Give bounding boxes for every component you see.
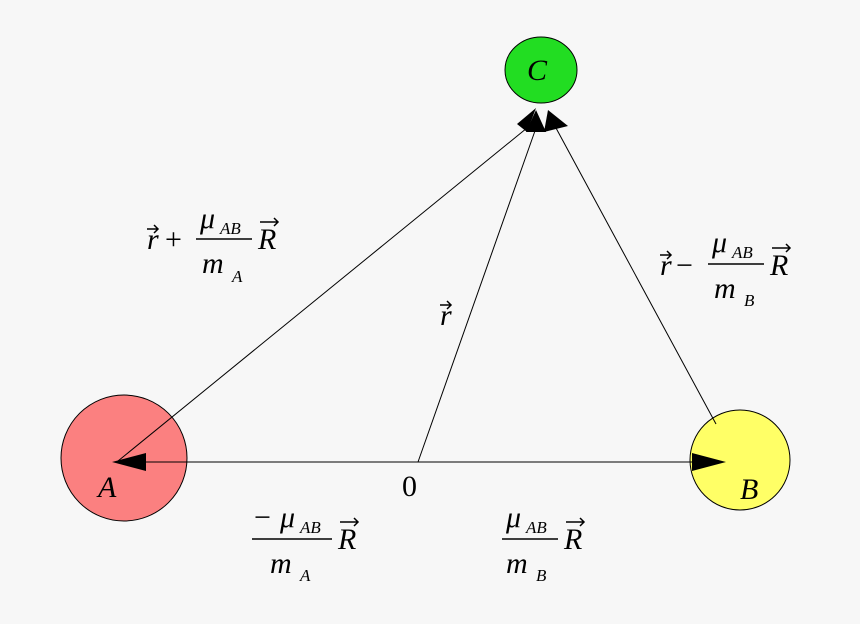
arrowhead-at-b [692,453,726,471]
label-a-to-c: r + μ AB m A R [147,202,280,286]
vector-arrow-icon [440,300,453,310]
label-origin-to-a: − μ AB m A R [252,501,360,585]
vector-arrow-icon [147,224,160,234]
vector-arrow-icon [660,250,673,260]
arrowhead-b-to-c [544,110,568,132]
mu-subscript: AB [525,518,547,537]
arrowhead-at-a [112,453,146,471]
mass-symbol: m [506,547,528,580]
vector-arrow-icon [260,217,280,227]
mass-subscript: B [744,291,755,310]
vec-symbol: R [337,523,356,556]
mu-symbol: μ [711,226,727,259]
vector-arrow-icon [566,517,586,527]
mass-subscript: A [299,566,311,585]
label-origin-to-b: μ AB m B R [502,501,586,585]
mass-symbol: m [714,272,736,305]
vec-symbol: R [769,249,788,282]
mu-symbol: μ [279,501,295,534]
mass-symbol: m [270,547,292,580]
origin-label: 0 [402,470,417,503]
vector-arrow-icon [340,517,360,527]
node-b-circle [689,409,791,511]
mu-symbol: μ [505,501,521,534]
arrowhead-origin-to-c [526,110,546,132]
mass-subscript: B [536,566,547,585]
mu-subscript: AB [731,243,753,262]
operator: − [676,249,693,282]
vec-symbol: R [563,523,582,556]
node-b-label: B [740,473,758,506]
label-r: r [440,299,453,332]
vector-line-a-to-c [117,127,528,462]
mass-symbol: m [202,247,224,280]
arrowhead-a-to-c [517,108,536,132]
mass-subscript: A [231,267,243,286]
operator: + [165,223,182,256]
sign: − [254,501,271,534]
label-b-to-c: r − μ AB m B R [660,226,792,310]
vector-line-origin-to-c [417,127,537,463]
mu-symbol: μ [199,202,215,235]
node-c-label: C [527,54,548,87]
mu-subscript: AB [299,518,321,537]
vec-symbol: R [257,223,276,256]
vector-line-b-to-c [555,127,717,425]
node-c-circle [504,36,578,104]
node-a-circle [60,394,188,522]
mu-subscript: AB [219,219,241,238]
node-a-label: A [96,471,117,504]
vector-arrow-icon [772,243,792,253]
